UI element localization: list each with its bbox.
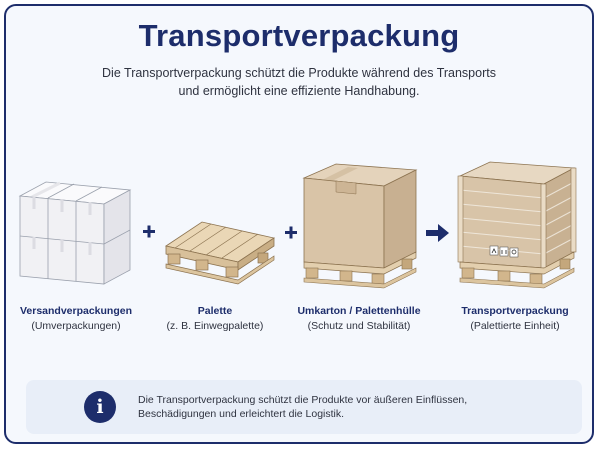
info-line-2: Beschädigungen und erleichtert die Logis… [138, 408, 345, 420]
arrow-right-icon [426, 224, 449, 242]
info-line-1: Die Transportverpackung schützt die Prod… [138, 394, 468, 406]
pallet-icon [164, 221, 276, 285]
info-text: Die Transportverpackung schützt die Prod… [138, 393, 538, 421]
step-label-shipping-boxes: Versandverpackungen (Umverpackungen) [6, 304, 151, 334]
info-box: i Die Transportverpackung schützt die Pr… [26, 380, 582, 434]
subtitle-line-1: Die Transportverpackung schützt die Prod… [102, 66, 496, 80]
wrapped-pallet-icon [457, 161, 577, 289]
plus-icon [143, 225, 155, 238]
step-subtitle: (z. B. Einwegpalette) [166, 320, 264, 332]
step-subtitle: (Schutz und Stabilität) [307, 320, 411, 332]
carton-on-pallet-icon [302, 163, 418, 289]
step-label-carton: Umkarton / Palettenhülle (Schutz und Sta… [284, 304, 434, 334]
plus-icon [285, 226, 297, 239]
step-title: Versandverpackungen [19, 305, 133, 317]
step-label-transport-packaging: Transportverpackung (Palettierte Einheit… [440, 304, 590, 334]
step-subtitle: (Palettierte Einheit) [470, 320, 560, 332]
page-title: Transportverpackung [138, 18, 460, 53]
page-subtitle: Die Transportverpackung schützt die Prod… [66, 64, 532, 100]
subtitle-line-2: und ermöglicht eine effiziente Handhabun… [178, 84, 420, 98]
infographic-frame: Transportverpackung Die Transportverpack… [4, 4, 594, 444]
stacked-boxes-icon [18, 181, 132, 285]
info-icon: i [84, 391, 116, 423]
step-title: Transportverpackung [461, 305, 569, 317]
step-title: Umkarton / Palettenhülle [297, 305, 421, 317]
process-illustration [18, 161, 577, 289]
step-title: Palette [197, 305, 233, 317]
step-label-pallet: Palette (z. B. Einwegpalette) [140, 304, 290, 334]
step-subtitle: (Umverpackungen) [31, 320, 121, 332]
